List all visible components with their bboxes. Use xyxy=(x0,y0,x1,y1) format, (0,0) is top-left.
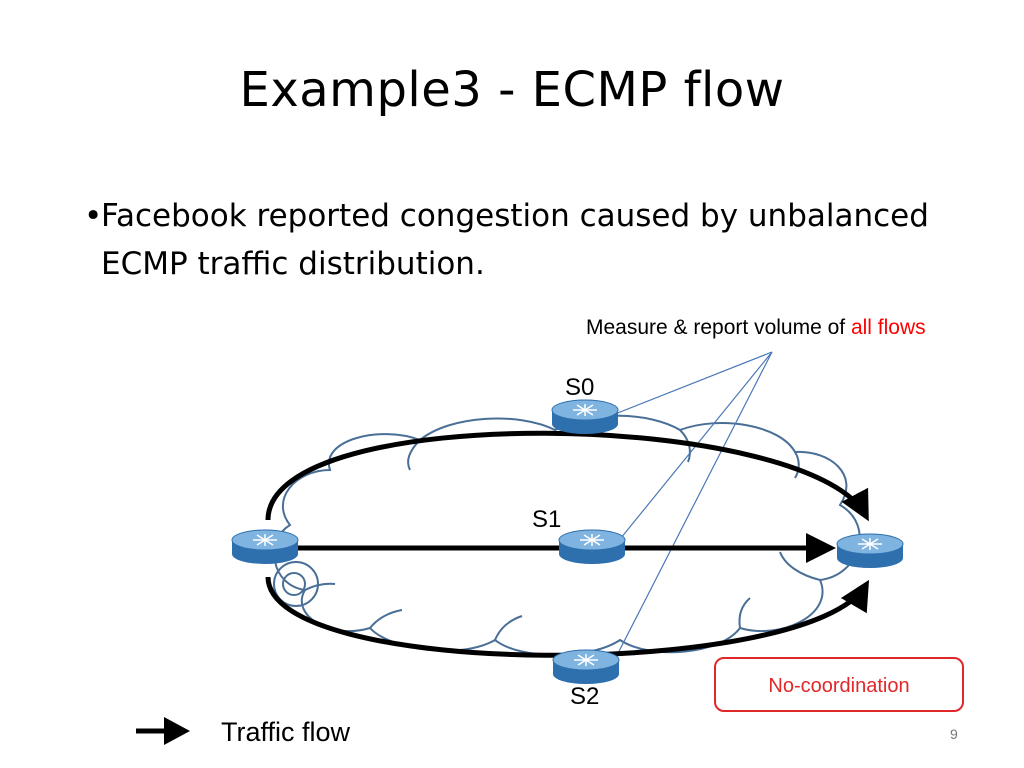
slide-title: Example3 - ECMP flow xyxy=(239,62,785,118)
router-s1-icon xyxy=(558,529,626,564)
router-s0-icon xyxy=(551,399,619,434)
bullet-marker: • xyxy=(84,198,103,234)
router-destination-icon xyxy=(836,533,904,568)
measure-pointer-lines xyxy=(609,351,773,666)
bullet-point: • Facebook reported congestion caused by… xyxy=(84,192,984,288)
legend-arrow-icon xyxy=(136,717,190,745)
self-loop-icon xyxy=(273,561,319,607)
page-number: 9 xyxy=(950,726,958,742)
measure-caption: Measure & report volume of all flows xyxy=(586,316,926,340)
measure-caption-prefix: Measure & report volume of xyxy=(586,316,851,339)
legend-label: Traffic flow xyxy=(221,717,351,747)
node-label-s2: S2 xyxy=(570,683,600,710)
no-coordination-callout: No-coordination xyxy=(714,657,964,712)
node-label-s1: S1 xyxy=(532,506,562,533)
bullet-text-line-2: ECMP traffic distribution. xyxy=(101,246,485,282)
router-s2-icon xyxy=(552,649,620,684)
measure-caption-highlight: all flows xyxy=(850,316,926,339)
flow-arrow-bottom xyxy=(265,576,870,658)
router-source-icon xyxy=(231,529,299,564)
flow-arrow-top xyxy=(265,430,869,522)
node-label-s0: S0 xyxy=(565,374,595,401)
bullet-text-line-1: Facebook reported congestion caused by u… xyxy=(101,198,929,234)
